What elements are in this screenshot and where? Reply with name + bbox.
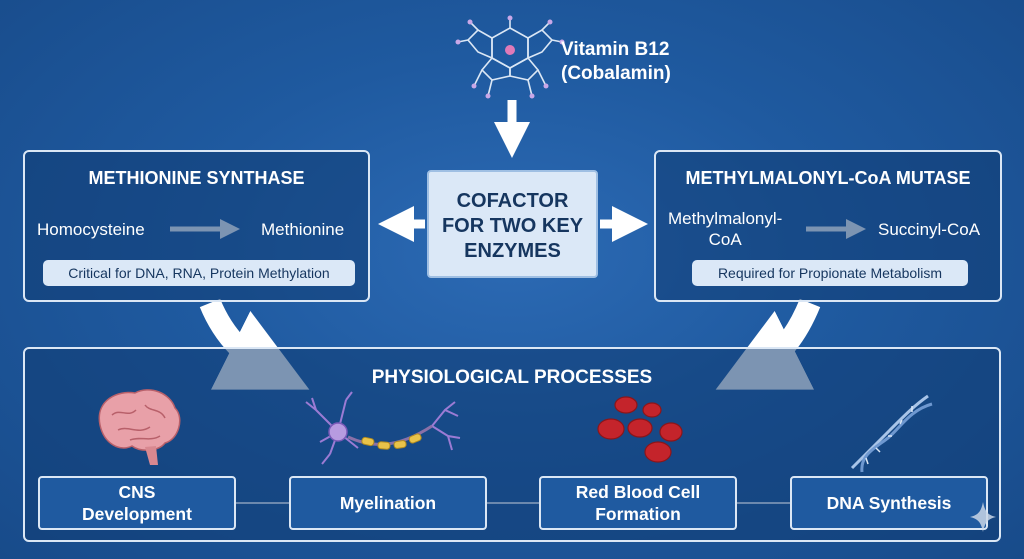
neuron-icon [305,391,461,465]
propionate-note: Required for Propionate Metabolism [692,260,968,286]
cofactor-line-3: ENZYMES [464,240,561,262]
methionine-label: Methionine [261,220,345,239]
process-myelination-label: Myelination [339,493,437,513]
cofactor-box: COFACTOR FOR TWO KEY ENZYMES [427,170,598,278]
dna-helix-icon [850,394,933,473]
cofactor-line-1: COFACTOR [456,190,569,212]
methionine-synthase-box: METHIONINE SYNTHASE Homocysteine Methion… [23,150,370,302]
red-blood-cells-icon [597,396,683,463]
process-cns-line-1: CNS [118,482,156,502]
methylmalonyl-line-2: CoA [708,230,742,249]
process-cns-line-2: Development [82,504,192,524]
cofactor-line-2: FOR TWO KEY [441,215,584,237]
methionine-synthase-title: METHIONINE SYNTHASE [88,168,305,188]
methylmalonyl-coa-label: Methylmalonyl- CoA [668,208,782,250]
methylmalonyl-line-1: Methylmalonyl- [668,209,783,228]
vitamin-b12-label: Vitamin B12 (Cobalamin) [561,38,671,86]
physiological-processes-title: PHYSIOLOGICAL PROCESSES [371,367,653,388]
methylation-note: Critical for DNA, RNA, Protein Methylati… [43,260,355,286]
process-rbc-line-2: Formation [595,504,681,524]
vitamin-name: Vitamin B12 [561,39,670,60]
succinyl-coa-label: Succinyl-CoA [878,220,981,239]
process-dna-synthesis: DNA Synthesis [790,476,988,530]
vitamin-alt-name: (Cobalamin) [561,63,671,84]
process-dna-label: DNA Synthesis [826,493,952,513]
process-cns-development: CNS Development [38,476,236,530]
homocysteine-label: Homocysteine [37,220,145,239]
methylmalonyl-coa-mutase-box: METHYLMALONYL-CoA MUTASE Methylmalonyl- … [654,150,1002,302]
mutase-title: METHYLMALONYL-CoA MUTASE [685,168,971,188]
brain-icon [98,389,181,465]
process-myelination: Myelination [289,476,487,530]
process-rbc-line-1: Red Blood Cell [575,482,701,502]
process-red-blood-cell-formation: Red Blood Cell Formation [539,476,737,530]
